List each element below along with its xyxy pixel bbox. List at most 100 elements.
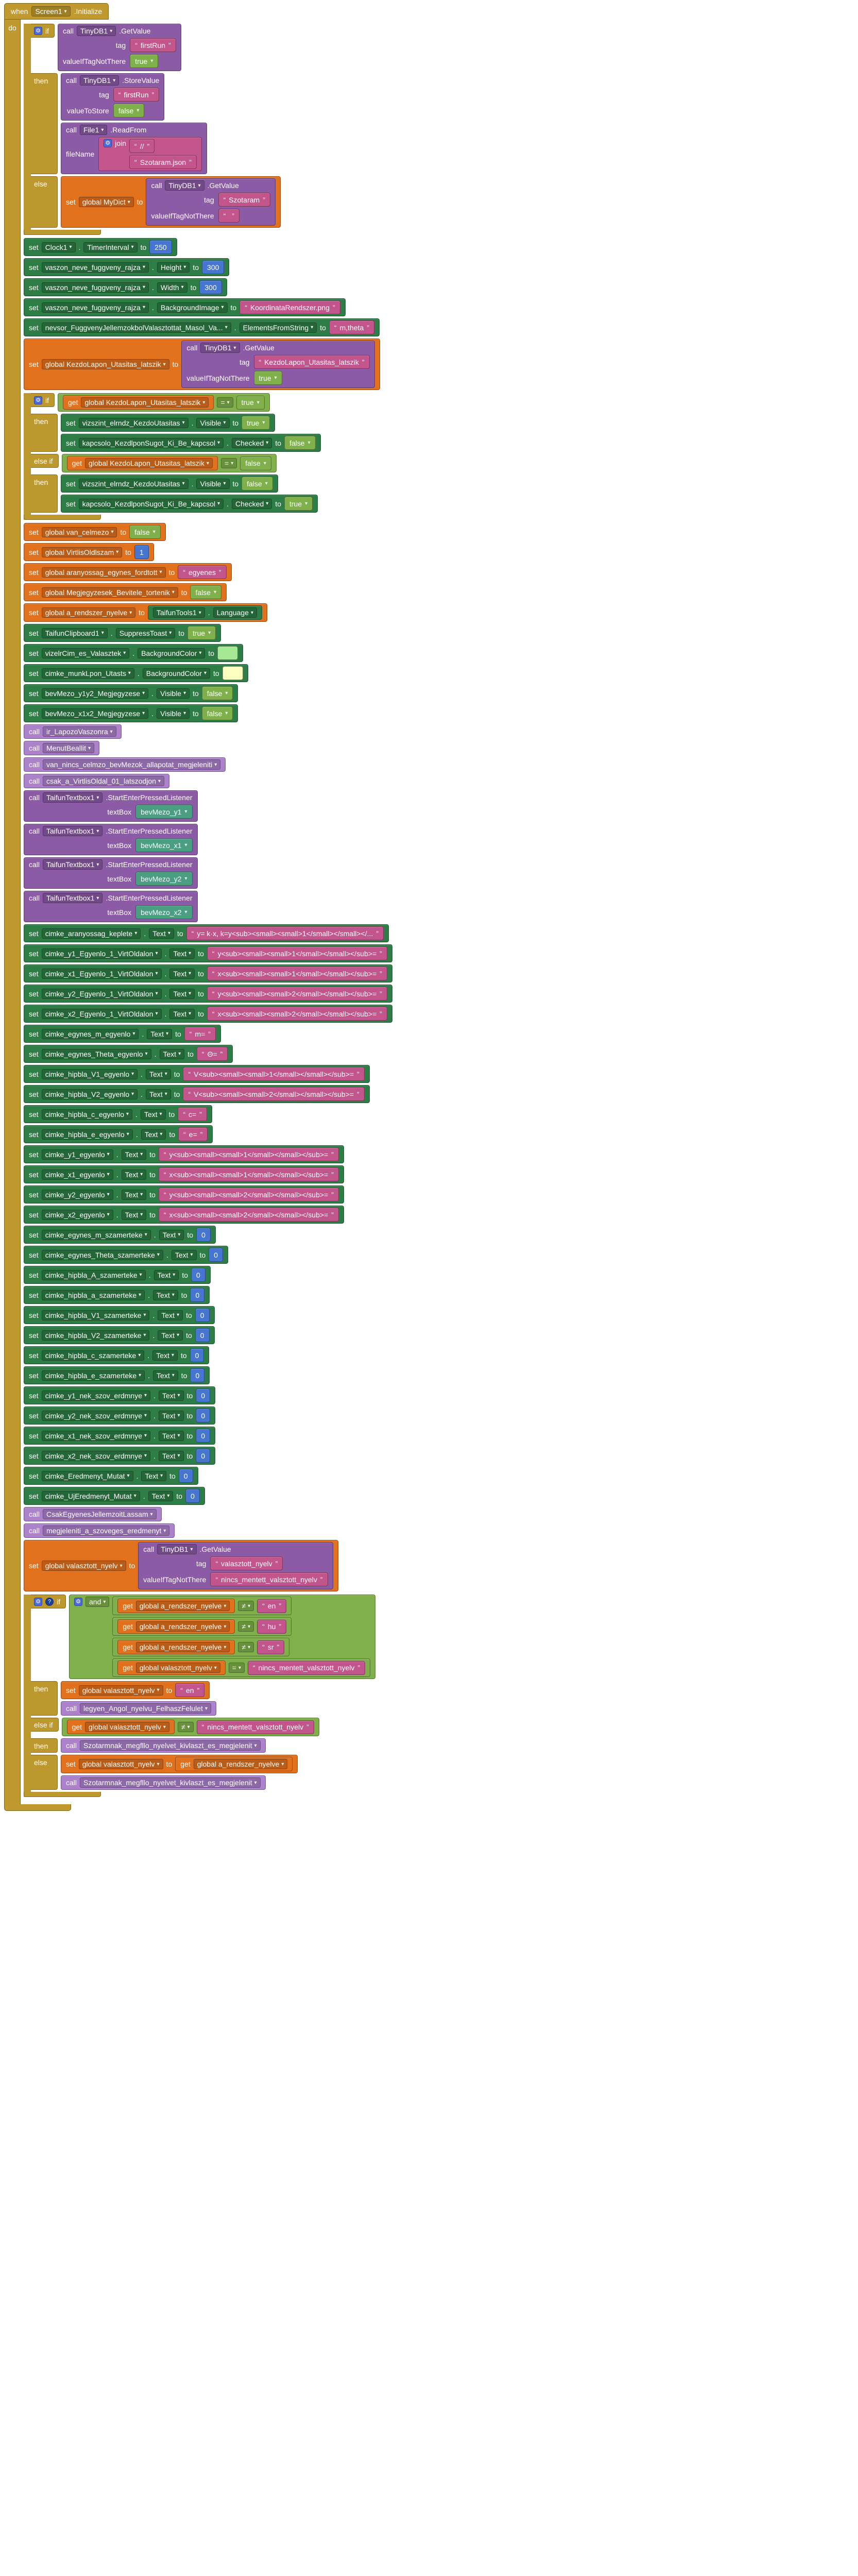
- property-dropdown[interactable]: Text▾: [121, 1189, 147, 1200]
- component-dropdown[interactable]: cimke_egynes_Theta_egyenlo▾: [41, 1048, 151, 1059]
- property-dropdown[interactable]: Checked▾: [232, 498, 272, 509]
- text-string-block[interactable]: “y<sub><small><small>2</small></small></…: [207, 987, 387, 1001]
- mutator-gear-icon[interactable]: ⚙: [104, 139, 112, 147]
- component-dropdown[interactable]: TaifunTextbox1▾: [43, 826, 103, 836]
- number-block[interactable]: 0: [196, 1449, 211, 1463]
- component-dropdown[interactable]: vaszon_neve_fuggveny_rajza▾: [41, 262, 149, 273]
- component-dropdown[interactable]: vizszint_elrndz_KezdoUtasitas▾: [78, 417, 188, 428]
- logic-dropdown-block[interactable]: false▾: [201, 686, 233, 700]
- number-block[interactable]: 0: [190, 1288, 205, 1302]
- text-string-block[interactable]: “KezdoLapon_Utasitas_latszik”: [253, 355, 370, 369]
- number-block[interactable]: 0: [196, 1429, 211, 1443]
- component-dropdown[interactable]: cimke_x2_egyenlo▾: [41, 1209, 113, 1220]
- if-header[interactable]: ⚙?if: [31, 1595, 66, 1608]
- component-dropdown[interactable]: cimke_hipbla_c_egyenlo▾: [41, 1109, 133, 1120]
- property-dropdown[interactable]: BackgroundColor▾: [142, 668, 210, 679]
- logic-dropdown-block[interactable]: false▾: [242, 477, 273, 490]
- component-dropdown[interactable]: bevMezo_x1x2_Megjegyzese▾: [41, 708, 149, 719]
- text-string-block[interactable]: “y= k·x, k=y<sub><small><small>1</small>…: [186, 926, 384, 940]
- component-dropdown[interactable]: cimke_x1_egyenlo▾: [41, 1169, 113, 1180]
- number-block[interactable]: 0: [178, 1469, 193, 1483]
- text-string-block[interactable]: “en”: [175, 1683, 205, 1697]
- text-string-block[interactable]: “e=”: [178, 1127, 208, 1141]
- number-block[interactable]: 0: [196, 1388, 211, 1402]
- property-dropdown[interactable]: Text▾: [169, 988, 195, 999]
- property-dropdown[interactable]: Text▾: [146, 1089, 171, 1099]
- component-dropdown[interactable]: cimke_egynes_m_szamerteke▾: [41, 1229, 151, 1240]
- variable-dropdown[interactable]: global valasztott_nyelv▾: [78, 1759, 163, 1769]
- component-dropdown[interactable]: TaifunClipboard1▾: [41, 628, 108, 638]
- property-dropdown[interactable]: Text▾: [121, 1169, 147, 1180]
- component-dropdown[interactable]: Clock1▾: [41, 242, 76, 252]
- number-block[interactable]: 300: [202, 260, 225, 274]
- component-dropdown[interactable]: cimke_hipbla_c_szamerteke▾: [41, 1350, 145, 1361]
- property-dropdown[interactable]: Text▾: [159, 1229, 184, 1240]
- component-dropdown[interactable]: vizszint_elrndz_KezdoUtasitas▾: [78, 478, 188, 489]
- text-string-block[interactable]: “//”: [129, 139, 155, 153]
- property-dropdown[interactable]: Text▾: [141, 1129, 166, 1140]
- operator-dropdown[interactable]: ≠▾: [238, 1601, 254, 1611]
- property-dropdown[interactable]: Text▾: [158, 1450, 184, 1461]
- mutator-gear-icon[interactable]: ⚙: [34, 396, 42, 404]
- component-dropdown[interactable]: vaszon_neve_fuggveny_rajza▾: [41, 282, 149, 293]
- property-dropdown[interactable]: Visible▾: [196, 478, 230, 489]
- property-dropdown[interactable]: Visible▾: [196, 417, 230, 428]
- variable-dropdown[interactable]: global a_rendszer_nyelve▾: [193, 1759, 288, 1769]
- logic-dropdown-block[interactable]: true▾: [253, 371, 282, 385]
- component-dropdown[interactable]: cimke_Eredmenyt_Mutat▾: [41, 1470, 133, 1481]
- if-header[interactable]: ⚙if: [31, 24, 55, 38]
- component-dropdown-block[interactable]: bevMezo_x2▾: [135, 905, 193, 919]
- variable-dropdown[interactable]: global KezdoLapon_Utasitas_latszik▾: [41, 359, 169, 369]
- component-dropdown[interactable]: cimke_hipbla_V2_szamerteke▾: [41, 1330, 150, 1341]
- procedure-dropdown[interactable]: csak_a_VirtlisOldal_01_latszodjon▾: [43, 776, 165, 786]
- text-string-block[interactable]: “x<sub><small><small>1</small></small></…: [207, 967, 387, 980]
- component-dropdown[interactable]: cimke_hipbla_e_szamerteke▾: [41, 1370, 145, 1381]
- property-dropdown[interactable]: Text▾: [149, 928, 174, 939]
- property-dropdown[interactable]: Text▾: [158, 1410, 184, 1421]
- component-dropdown[interactable]: cimke_hipbla_a_szamerteke▾: [41, 1290, 145, 1300]
- component-dropdown[interactable]: cimke_y1_Egyenlo_1_VirtOldalon▾: [41, 948, 162, 959]
- component-dropdown[interactable]: cimke_hipbla_e_egyenlo▾: [41, 1129, 133, 1140]
- component-dropdown[interactable]: cimke_aranyossag_keplete▾: [41, 928, 141, 939]
- component-dropdown[interactable]: cimke_x1_Egyenlo_1_VirtOldalon▾: [41, 968, 162, 979]
- property-dropdown[interactable]: Text▾: [140, 1109, 166, 1120]
- logic-dropdown-block[interactable]: true▾: [130, 54, 159, 68]
- text-string-block[interactable]: “y<sub><small><small>2</small></small></…: [158, 1188, 339, 1201]
- property-dropdown[interactable]: Checked▾: [232, 437, 272, 448]
- logic-dropdown-block[interactable]: false▾: [284, 436, 316, 450]
